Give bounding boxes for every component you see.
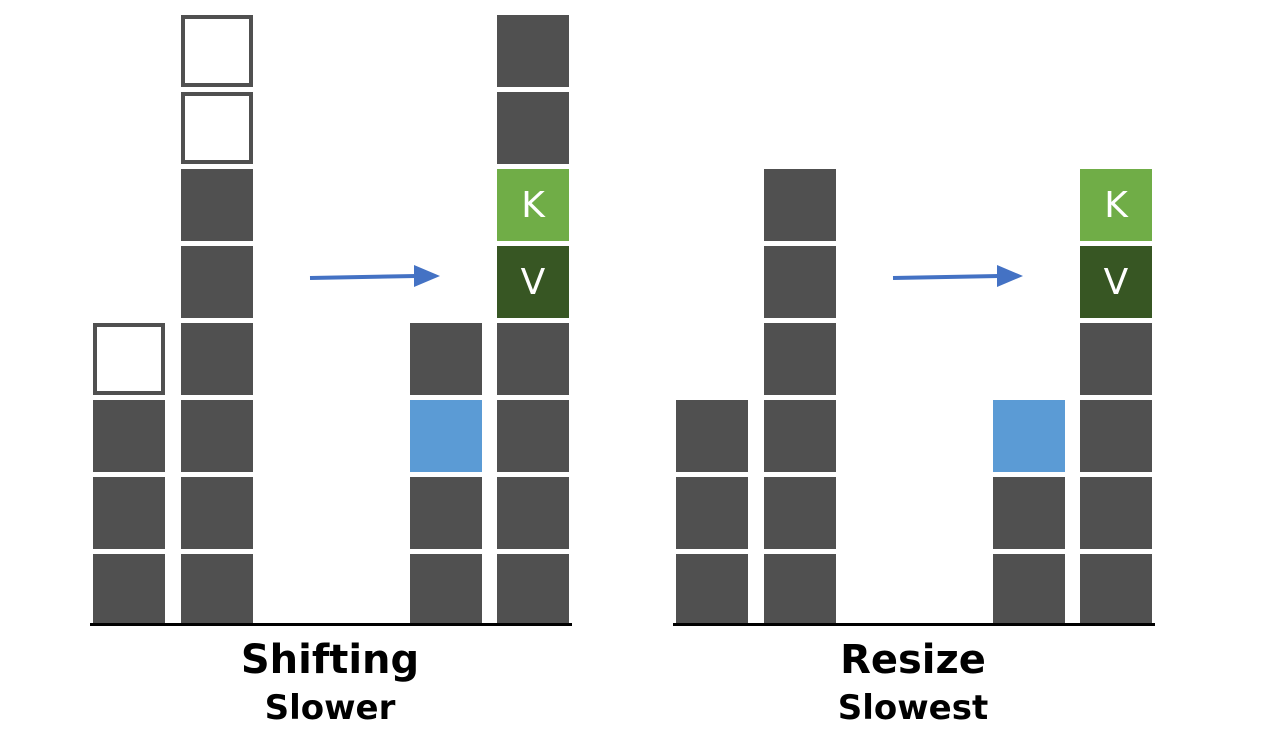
filled-slot (993, 477, 1065, 549)
filled-slot (181, 554, 253, 626)
filled-slot (181, 169, 253, 241)
panel-subtitle: Slowest (837, 688, 989, 728)
filled-slot (676, 477, 748, 549)
filled-slot (676, 554, 748, 626)
value-slot: V (497, 246, 569, 318)
filled-slot (764, 477, 836, 549)
filled-slot (181, 246, 253, 318)
filled-slot (497, 15, 569, 87)
filled-slot (764, 400, 836, 472)
filled-slot (93, 477, 165, 549)
after-array-small (410, 318, 482, 626)
filled-slot (764, 554, 836, 626)
new-slot (993, 400, 1065, 472)
value-slot: V (1080, 246, 1152, 318)
filled-slot (93, 400, 165, 472)
panel-title: Resize (840, 637, 986, 683)
filled-slot (410, 554, 482, 626)
filled-slot (1080, 477, 1152, 549)
arrow-right-icon (309, 265, 440, 287)
after-array-small (993, 395, 1065, 626)
filled-slot (410, 477, 482, 549)
filled-slot (1080, 554, 1152, 626)
arrow-right-icon (892, 265, 1023, 287)
filled-slot (676, 400, 748, 472)
filled-slot (497, 92, 569, 164)
filled-slot (181, 400, 253, 472)
filled-slot (181, 323, 253, 395)
panel-subtitle: Slower (264, 688, 396, 728)
filled-slot (93, 554, 165, 626)
key-slot: K (1080, 169, 1152, 241)
filled-slot (497, 400, 569, 472)
before-array-small (93, 318, 165, 626)
filled-slot (993, 554, 1065, 626)
key-slot: K (497, 169, 569, 241)
filled-slot (497, 554, 569, 626)
new-slot (410, 400, 482, 472)
baseline (90, 623, 572, 626)
before-array-small (676, 395, 748, 626)
filled-slot (764, 323, 836, 395)
filled-slot (410, 323, 482, 395)
empty-slot (181, 15, 253, 87)
filled-slot (764, 169, 836, 241)
filled-slot (1080, 400, 1152, 472)
empty-slot (181, 92, 253, 164)
empty-slot (93, 323, 165, 395)
filled-slot (497, 323, 569, 395)
filled-slot (181, 477, 253, 549)
before-array-large (764, 164, 836, 626)
filled-slot (497, 477, 569, 549)
baseline (673, 623, 1155, 626)
filled-slot (764, 246, 836, 318)
filled-slot (1080, 323, 1152, 395)
before-array-large (181, 10, 253, 626)
panel-title: Shifting (240, 637, 420, 683)
